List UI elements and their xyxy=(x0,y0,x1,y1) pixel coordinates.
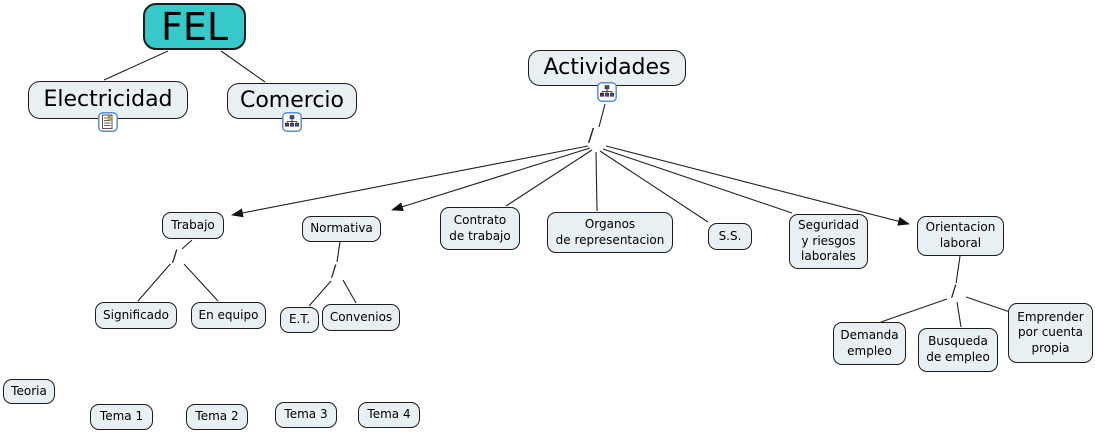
hierarchy-icon[interactable] xyxy=(597,82,617,102)
edge-hub-contrato xyxy=(505,149,593,207)
link-label-actividades[interactable]: / xyxy=(586,125,597,146)
edge-trabajo-slash xyxy=(181,239,193,250)
edge-fel-electricidad xyxy=(103,50,169,81)
edge-slash-et xyxy=(308,280,332,307)
node-tema-3[interactable]: Tema 3 xyxy=(275,402,337,428)
edge-slash-demanda xyxy=(880,298,948,323)
node-demanda-empleo[interactable]: Demanda empleo xyxy=(833,322,906,365)
edge-hub-seguridad xyxy=(602,148,793,214)
node-label: Demanda empleo xyxy=(840,327,899,358)
edge-slash-busqueda xyxy=(956,301,962,328)
node-label: Electricidad xyxy=(43,87,173,112)
node-electricidad[interactable]: Electricidad xyxy=(28,81,188,132)
edge-hub-ss xyxy=(599,150,709,223)
node-label: Comercio xyxy=(239,88,345,113)
node-label: Tema 2 xyxy=(195,409,239,424)
node-label: Normativa xyxy=(310,221,373,236)
node-label: Organos de representacion xyxy=(555,216,665,247)
edge-hub-normativa xyxy=(391,147,591,212)
node-label: Orientacion laboral xyxy=(925,220,996,250)
edge-hub-trabajo xyxy=(231,145,589,218)
node-orientacion-laboral[interactable]: Orientacion laboral xyxy=(917,216,1004,256)
link-label-orientacion[interactable]: / xyxy=(949,281,959,300)
node-label: Contrato de trabajo xyxy=(449,212,511,243)
node-normativa[interactable]: Normativa xyxy=(302,216,381,242)
node-label: En equipo xyxy=(198,307,259,322)
node-label: Emprender por cuenta propia xyxy=(1017,309,1084,355)
edge-slash-convenios xyxy=(342,279,357,304)
edge-orientacion-slash xyxy=(955,255,961,285)
node-label: Convenios xyxy=(329,309,393,324)
node-label: Trabajo xyxy=(171,217,215,232)
node-comercio[interactable]: Comercio xyxy=(227,83,357,132)
node-label: E.T. xyxy=(288,312,311,327)
document-icon[interactable] xyxy=(98,112,118,132)
node-label: Busqueda de empleo xyxy=(926,334,990,364)
link-label-trabajo[interactable]: / xyxy=(170,246,180,265)
edge-actividades-hub xyxy=(598,103,606,128)
node-label: Significado xyxy=(103,307,169,322)
link-label-normativa[interactable]: / xyxy=(329,261,339,280)
hierarchy-icon[interactable] xyxy=(282,112,302,132)
node-tema-1[interactable]: Tema 1 xyxy=(90,404,153,430)
node-label: Seguridad y riesgos laborales xyxy=(797,218,860,264)
node-label: Tema 3 xyxy=(284,407,328,422)
node-trabajo[interactable]: Trabajo xyxy=(162,212,224,239)
edge-hub-organos xyxy=(595,151,598,212)
node-busqueda-de-empleo[interactable]: Busqueda de empleo xyxy=(918,328,998,372)
edge-slash-significado xyxy=(137,261,173,302)
node-teoria[interactable]: Teoria xyxy=(3,379,55,404)
node-actividades[interactable]: Actividades xyxy=(528,50,686,102)
node-en-equipo[interactable]: En equipo xyxy=(191,302,266,329)
node-convenios[interactable]: Convenios xyxy=(322,304,400,331)
edge-slash-emprender xyxy=(965,296,1011,313)
node-label: Actividades xyxy=(543,55,671,80)
node-label: Teoria xyxy=(11,383,47,398)
node-contrato-de-trabajo[interactable]: Contrato de trabajo xyxy=(440,207,520,250)
node-label: Tema 4 xyxy=(367,407,411,422)
node-organos-de-representacion[interactable]: Organos de representacion xyxy=(547,212,673,253)
node-tema-2[interactable]: Tema 2 xyxy=(186,404,248,430)
edge-fel-comercio xyxy=(220,50,266,83)
node-fel[interactable]: FEL xyxy=(143,3,246,50)
edge-hub-orientacion xyxy=(605,145,910,226)
node-seguridad-y-riesgos[interactable]: Seguridad y riesgos laborales xyxy=(789,214,868,269)
node-ss[interactable]: S.S. xyxy=(708,223,752,250)
node-label: FEL xyxy=(160,4,229,49)
node-et[interactable]: E.T. xyxy=(280,307,319,333)
edge-normativa-slash xyxy=(336,241,341,263)
node-emprender-por-cuenta-propia[interactable]: Emprender por cuenta propia xyxy=(1008,303,1093,363)
node-significado[interactable]: Significado xyxy=(95,302,177,329)
node-tema-4[interactable]: Tema 4 xyxy=(358,402,420,428)
node-label: S.S. xyxy=(718,228,742,243)
edge-slash-enequipo xyxy=(183,263,219,302)
node-label: Tema 1 xyxy=(99,409,144,424)
